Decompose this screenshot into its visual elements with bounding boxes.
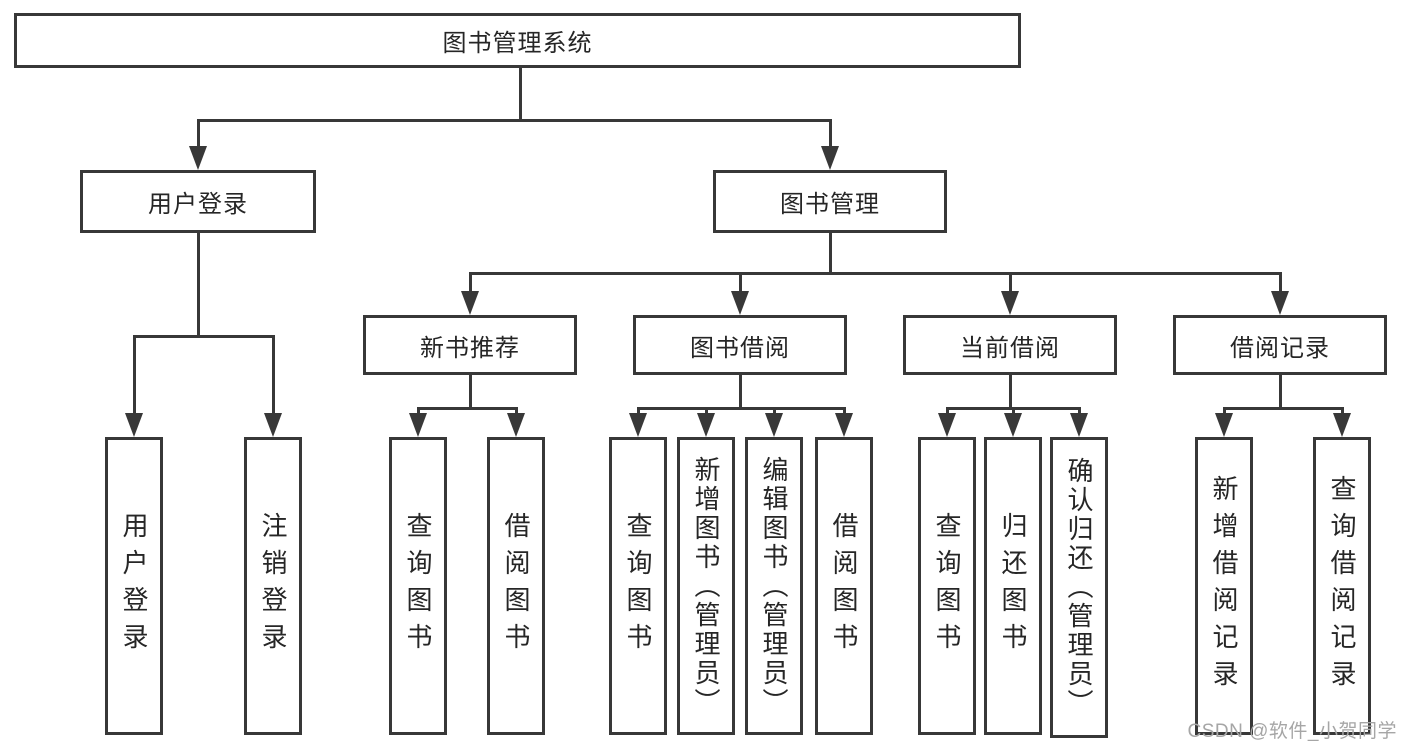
arrowhead-icon — [835, 413, 853, 437]
leaf-borrow-books-2-label: 借阅图书 — [829, 512, 859, 660]
connector-line — [739, 375, 742, 410]
connector-line — [417, 407, 518, 410]
leaf-return-book-label: 归还图书 — [998, 512, 1028, 660]
connector-line — [637, 407, 846, 410]
connector-line — [1009, 375, 1012, 410]
node-book-borrow-label: 图书借阅 — [690, 334, 790, 362]
connector-line — [829, 119, 832, 148]
connector-line — [705, 407, 708, 415]
connector-line — [197, 119, 200, 148]
connector-line — [1341, 407, 1344, 415]
leaf-query-books-2: 查询图书 — [609, 437, 667, 735]
node-user-login: 用户登录 — [80, 170, 316, 233]
arrowhead-icon — [731, 291, 749, 315]
node-book-borrow: 图书借阅 — [633, 315, 847, 375]
node-root-label: 图书管理系统 — [442, 30, 593, 57]
leaf-add-borrow-record: 新增借阅记录 — [1195, 437, 1253, 735]
connector-line — [519, 67, 522, 122]
connector-line — [1223, 407, 1226, 415]
connector-line — [1223, 407, 1344, 410]
connector-line — [417, 407, 420, 415]
leaf-borrow-books-2: 借阅图书 — [815, 437, 873, 735]
node-borrow-records: 借阅记录 — [1173, 315, 1387, 375]
node-new-book-recommend: 新书推荐 — [363, 315, 577, 375]
arrowhead-icon — [461, 291, 479, 315]
leaf-edit-book-admin: 编辑图书（管理员） — [745, 437, 803, 735]
arrowhead-icon — [821, 146, 839, 170]
leaf-add-book-admin-label: 新增图书（管理员） — [691, 455, 721, 717]
arrowhead-icon — [1004, 413, 1022, 437]
leaf-add-borrow-record-label: 新增借阅记录 — [1209, 475, 1239, 697]
leaf-query-books-1-label: 查询图书 — [403, 512, 433, 660]
arrowhead-icon — [697, 413, 715, 437]
watermark: CSDN @软件_小贺同学 — [1187, 721, 1397, 742]
node-current-borrow-label: 当前借阅 — [960, 334, 1060, 362]
arrowhead-icon — [629, 413, 647, 437]
connector-line — [1012, 407, 1015, 415]
leaf-return-book: 归还图书 — [984, 437, 1042, 735]
connector-line — [197, 233, 200, 338]
connector-line — [1279, 272, 1282, 293]
connector-line — [946, 407, 949, 415]
connector-line — [637, 407, 640, 415]
arrowhead-icon — [507, 413, 525, 437]
connector-line — [829, 233, 832, 275]
arrowhead-icon — [189, 146, 207, 170]
leaf-confirm-return-admin-label: 确认归还（管理员） — [1064, 457, 1094, 718]
leaf-query-books-3: 查询图书 — [918, 437, 976, 735]
leaf-logout: 注销登录 — [244, 437, 302, 735]
node-user-login-label: 用户登录 — [148, 191, 248, 218]
arrowhead-icon — [1333, 413, 1351, 437]
connector-line — [469, 272, 1282, 275]
arrowhead-icon — [765, 413, 783, 437]
arrowhead-icon — [125, 413, 143, 437]
arrowhead-icon — [409, 413, 427, 437]
leaf-confirm-return-admin: 确认归还（管理员） — [1050, 437, 1108, 738]
arrowhead-icon — [1215, 413, 1233, 437]
leaf-user-login-label: 用户登录 — [119, 512, 149, 660]
leaf-query-books-3-label: 查询图书 — [932, 512, 962, 660]
connector-line — [515, 407, 518, 415]
connector-line — [197, 119, 832, 122]
connector-line — [133, 335, 136, 415]
leaf-borrow-books-1: 借阅图书 — [487, 437, 545, 735]
node-book-management: 图书管理 — [713, 170, 947, 233]
connector-line — [469, 375, 472, 410]
connector-line — [1078, 407, 1081, 415]
connector-line — [773, 407, 776, 415]
node-current-borrow: 当前借阅 — [903, 315, 1117, 375]
leaf-edit-book-admin-label: 编辑图书（管理员） — [759, 455, 789, 717]
leaf-query-borrow-record-label: 查询借阅记录 — [1327, 475, 1357, 697]
arrowhead-icon — [1271, 291, 1289, 315]
connector-line — [469, 272, 472, 293]
arrowhead-icon — [1070, 413, 1088, 437]
arrowhead-icon — [1001, 291, 1019, 315]
connector-line — [1009, 272, 1012, 293]
connector-line — [272, 335, 275, 415]
leaf-borrow-books-1-label: 借阅图书 — [501, 512, 531, 660]
leaf-user-login: 用户登录 — [105, 437, 163, 735]
connector-line — [1279, 375, 1282, 410]
node-root: 图书管理系统 — [14, 13, 1021, 68]
connector-line — [843, 407, 846, 415]
leaf-logout-label: 注销登录 — [258, 512, 288, 660]
connector-line — [739, 272, 742, 293]
leaf-query-borrow-record: 查询借阅记录 — [1313, 437, 1371, 735]
node-new-book-recommend-label: 新书推荐 — [420, 334, 520, 362]
connector-line — [133, 335, 275, 338]
node-book-management-label: 图书管理 — [780, 191, 880, 218]
arrowhead-icon — [264, 413, 282, 437]
node-borrow-records-label: 借阅记录 — [1230, 334, 1330, 362]
leaf-add-book-admin: 新增图书（管理员） — [677, 437, 735, 735]
arrowhead-icon — [938, 413, 956, 437]
leaf-query-books-2-label: 查询图书 — [623, 512, 653, 660]
leaf-query-books-1: 查询图书 — [389, 437, 447, 735]
